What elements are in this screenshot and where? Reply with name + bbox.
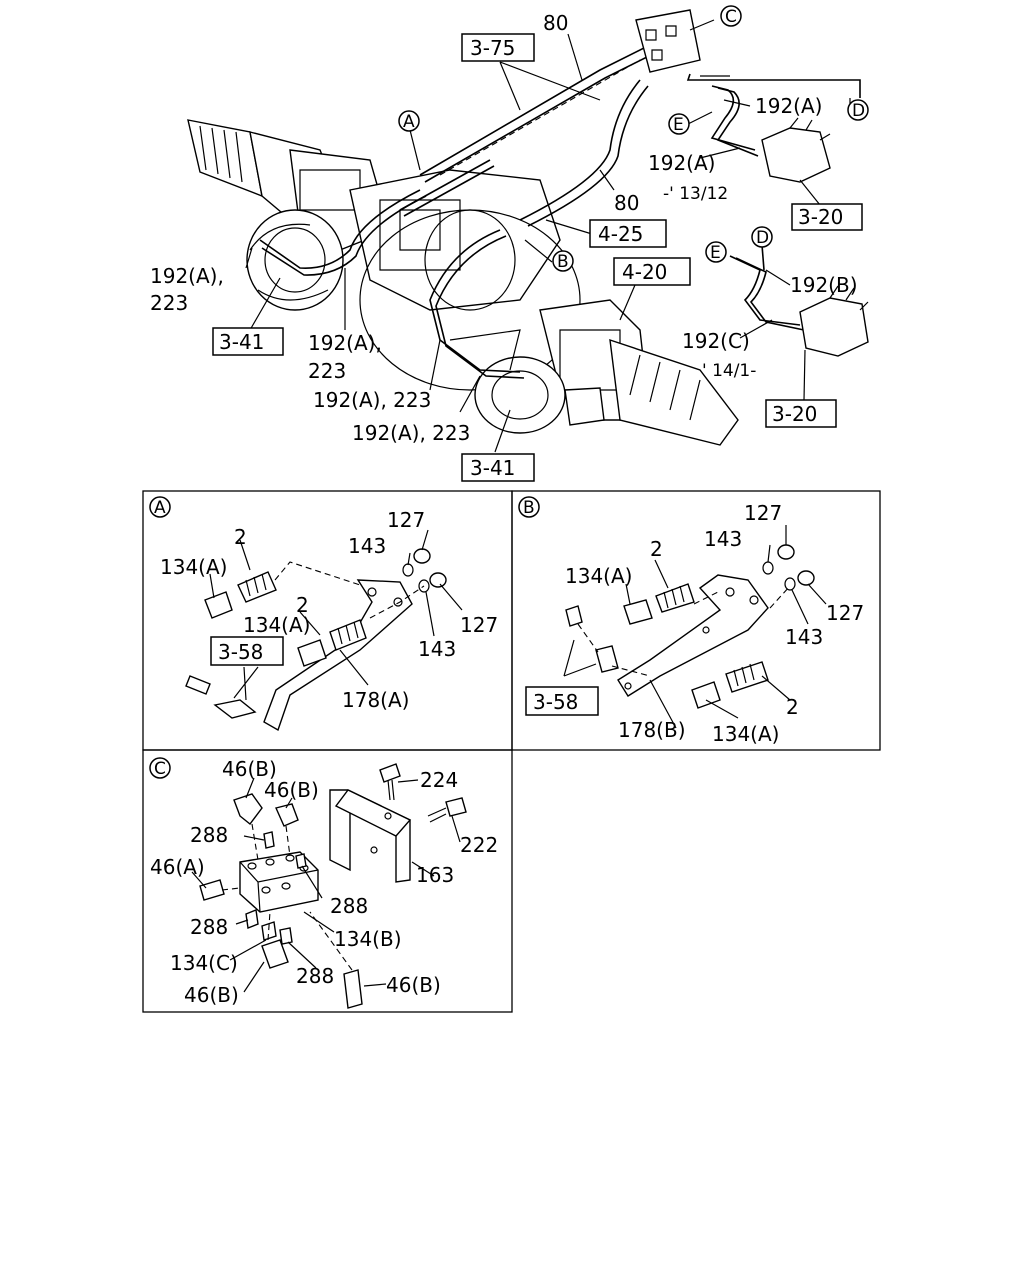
- panel-b-label-2-bottom: 2: [786, 695, 799, 719]
- panel-a-label-2-top: 2: [234, 525, 247, 549]
- panel-c: C: [149, 757, 467, 1009]
- ref-3-41-bottom[interactable]: 3-41: [470, 456, 515, 480]
- panel-b-label-134a-bottom: 134(A): [712, 722, 779, 746]
- ref-box-3-20-top: [791, 203, 863, 231]
- callout-d2: D: [756, 228, 769, 248]
- label-192a-223-row1: 192(A), 223: [313, 388, 431, 412]
- panel-a-label-134a-top: 134(A): [160, 555, 227, 579]
- panel-a-ref-box-3-58: [210, 636, 284, 666]
- panel-b-label-143-right: 143: [785, 625, 823, 649]
- panel-c-label-224: 224: [420, 768, 458, 792]
- label-date-13-12: -' 13/12: [663, 184, 728, 204]
- panel-b-ref-box-3-58: [525, 686, 599, 716]
- panel-c-label-46b-2: 46(B): [264, 778, 319, 802]
- panel-c-label-134b: 134(B): [334, 927, 402, 951]
- panel-a-letter-circle: [149, 496, 171, 518]
- callout-e-circle: [668, 113, 690, 135]
- panel-c-label-288-2: 288: [330, 894, 368, 918]
- ref-3-75[interactable]: 3-75: [470, 36, 515, 60]
- panel-c-letter: C: [154, 759, 166, 779]
- ref-3-20-bottom[interactable]: 3-20: [772, 402, 817, 426]
- callout-a: A: [403, 112, 415, 132]
- main-assembly-drawing: [187, 9, 869, 446]
- ref-3-41-left[interactable]: 3-41: [219, 330, 264, 354]
- label-192c: 192(C): [682, 329, 750, 353]
- panel-c-label-46b-3: 46(B): [184, 983, 239, 1007]
- label-date-14-1: ' 14/1-: [702, 361, 756, 381]
- label-80-bottom: 80: [614, 191, 639, 215]
- callout-a-circle: [398, 110, 420, 132]
- panel-b-ref-3-58[interactable]: 3-58: [533, 690, 578, 714]
- ref-box-3-20-bottom: [765, 399, 837, 428]
- callout-c: C: [725, 7, 737, 27]
- panel-b-label-178b: 178(B): [618, 718, 686, 742]
- panel-a: A: [149, 496, 463, 732]
- callout-d2-circle: [751, 226, 773, 248]
- label-192a-mid: 192(A): [648, 151, 715, 175]
- label-192a-223-left-1: 192(A),: [150, 264, 224, 288]
- panel-c-label-222: 222: [460, 833, 498, 857]
- panel-a-label-143-bottom: 143: [418, 637, 456, 661]
- callout-b-circle: [552, 250, 574, 272]
- panel-a-label-2-mid: 2: [296, 593, 309, 617]
- ref-box-3-75: [461, 33, 535, 62]
- panel-a-label-134a-mid: 134(A): [243, 613, 310, 637]
- panel-b-letter: B: [523, 498, 535, 518]
- panel-a-label-178a: 178(A): [342, 688, 409, 712]
- panel-b-label-127-right: 127: [826, 601, 864, 625]
- callout-b: B: [557, 252, 569, 272]
- label-192a-223-center-2: 223: [308, 359, 346, 383]
- panel-a-label-127-right: 127: [460, 613, 498, 637]
- label-192a-223-center-1: 192(A),: [308, 331, 382, 355]
- panel-a-ref-3-58[interactable]: 3-58: [218, 640, 263, 664]
- ref-box-3-41-left: [212, 327, 284, 356]
- ref-box-3-41-bottom: [461, 453, 535, 482]
- ref-4-25[interactable]: 4-25: [598, 222, 643, 246]
- callout-e2: E: [710, 243, 721, 263]
- panel-c-label-288-4: 288: [296, 964, 334, 988]
- panel-a-label-143-top: 143: [348, 534, 386, 558]
- ref-3-20-top[interactable]: 3-20: [798, 205, 843, 229]
- panel-a-label-127-top: 127: [387, 508, 425, 532]
- label-192a-top: 192(A): [755, 94, 822, 118]
- panel-c-letter-circle: [149, 757, 171, 779]
- panel-b-label-143-top: 143: [704, 527, 742, 551]
- panel-b-letter-circle: [518, 496, 540, 518]
- label-192b: 192(B): [790, 273, 858, 297]
- detail-panels-frame: [142, 490, 881, 1013]
- label-80-top: 80: [543, 11, 568, 35]
- panel-c-label-288-3: 288: [190, 915, 228, 939]
- ref-box-4-25: [589, 219, 667, 248]
- panel-c-label-288-1: 288: [190, 823, 228, 847]
- panel-b-label-127-top: 127: [744, 501, 782, 525]
- main-leader-lines: [245, 19, 851, 453]
- ref-box-4-20: [613, 257, 691, 286]
- callout-e: E: [673, 115, 684, 135]
- panel-a-letter: A: [154, 498, 166, 518]
- callout-c-circle: [720, 5, 742, 27]
- ref-4-20[interactable]: 4-20: [622, 260, 667, 284]
- label-192a-223-row2: 192(A), 223: [352, 421, 470, 445]
- label-192a-223-left-2: 223: [150, 291, 188, 315]
- panel-c-label-46b-1: 46(B): [222, 757, 277, 781]
- callout-d: D: [852, 101, 865, 121]
- panel-b-label-2-top: 2: [650, 537, 663, 561]
- panel-b-label-134a-top: 134(A): [565, 564, 632, 588]
- panel-c-label-46b-4: 46(B): [386, 973, 441, 997]
- callout-d-circle: [847, 99, 869, 121]
- panel-c-label-163: 163: [416, 863, 454, 887]
- panel-c-label-46a: 46(A): [150, 855, 205, 879]
- callout-e2-circle: [705, 241, 727, 263]
- panel-b: B: [518, 496, 827, 729]
- panel-c-label-134c: 134(C): [170, 951, 238, 975]
